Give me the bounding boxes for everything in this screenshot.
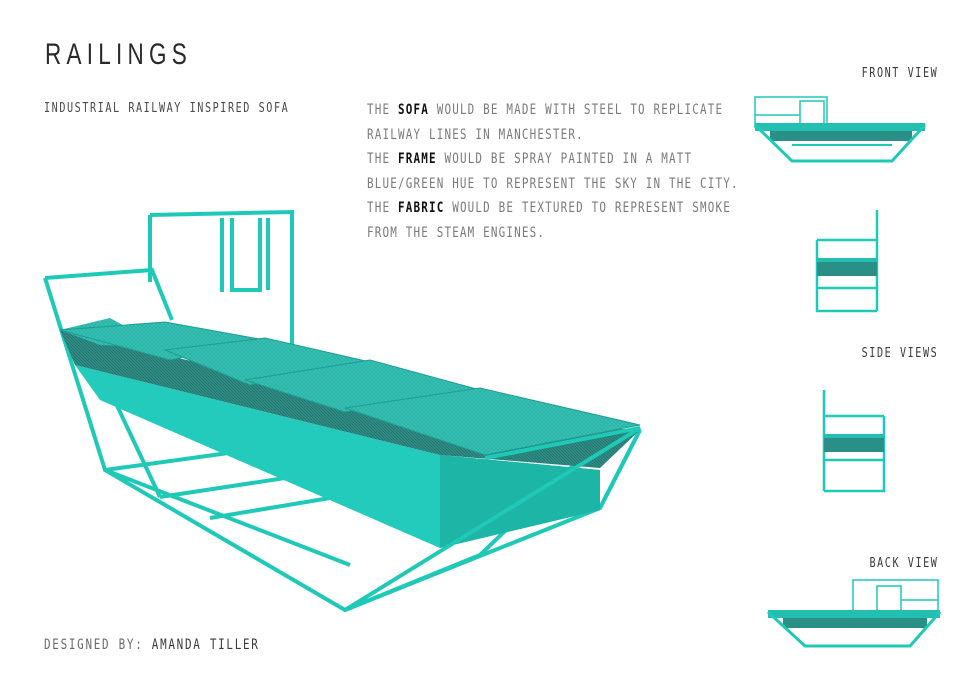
description-line-4: BLUE/GREEN HUE TO REPRESENT THE SKY IN T… xyxy=(367,175,739,192)
back-rail xyxy=(149,209,294,345)
highlight-frame: FRAME xyxy=(397,151,437,167)
description-text: WOULD BE MADE WITH STEEL TO REPLICATE xyxy=(428,102,724,118)
back-view-label: BACK VIEW xyxy=(869,556,938,571)
description-text: THE xyxy=(367,102,398,118)
highlight-sofa: SOFA xyxy=(397,102,429,118)
description-line-2: RAILWAY LINES IN MANCHESTER. xyxy=(367,126,584,143)
front-view-illustration xyxy=(753,96,927,163)
designer-label: DESIGNED BY: xyxy=(44,637,152,653)
back-view-illustration xyxy=(766,579,942,648)
side-view-2-illustration xyxy=(822,390,886,493)
description-line-6: FROM THE STEAM ENGINES. xyxy=(367,224,546,241)
page-title: RAILINGS xyxy=(45,38,193,71)
description-text: THE xyxy=(367,200,398,216)
description-line-1: THE SOFA WOULD BE MADE WITH STEEL TO REP… xyxy=(367,98,722,123)
design-description: THE SOFA WOULD BE MADE WITH STEEL TO REP… xyxy=(367,98,739,245)
description-line-5: THE FABRIC WOULD BE TEXTURED TO REPRESEN… xyxy=(367,196,730,221)
designer-credit: DESIGNED BY: AMANDA TILLER xyxy=(44,637,260,653)
side-view-1-illustration xyxy=(815,210,879,313)
description-text: WOULD BE TEXTURED TO REPRESENT SMOKE xyxy=(444,200,732,216)
side-views-label: SIDE VIEWS xyxy=(861,346,938,361)
designer-name: AMANDA TILLER xyxy=(151,637,260,653)
description-line-3: THE FRAME WOULD BE SPRAY PAINTED IN A MA… xyxy=(367,147,695,172)
page-subtitle: INDUSTRIAL RAILWAY INSPIRED SOFA xyxy=(44,101,290,116)
front-view-label: FRONT VIEW xyxy=(861,66,938,81)
description-text: WOULD BE SPRAY PAINTED IN A MATT xyxy=(436,151,693,167)
highlight-fabric: FABRIC xyxy=(397,200,445,216)
description-text: THE xyxy=(367,151,398,167)
